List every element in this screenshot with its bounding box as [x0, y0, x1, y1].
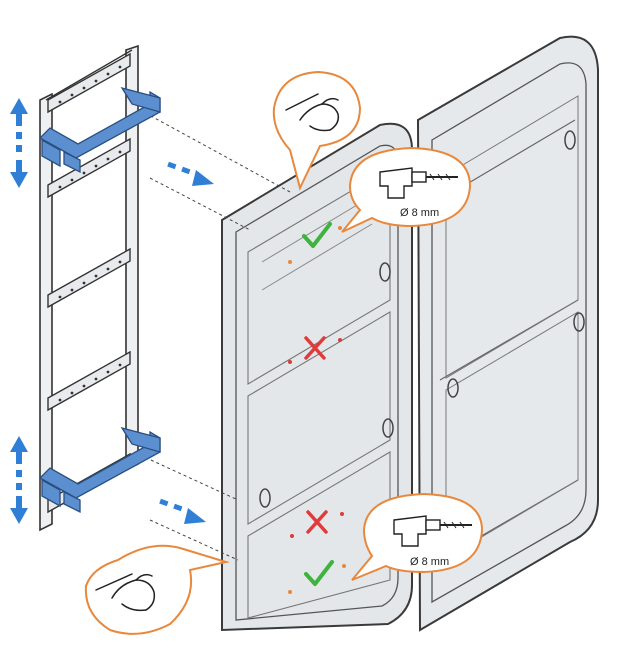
- lower-wall-bracket: [38, 426, 161, 514]
- callout-mark-top: [272, 70, 362, 191]
- mounting-rail-frame: [39, 44, 139, 532]
- hand-marker-icon: [285, 93, 340, 132]
- projection-lines: [139, 109, 291, 561]
- callout-drill-bottom: Ø 8 mm: [351, 492, 484, 581]
- front-panel: [221, 122, 413, 632]
- drill-icon: [379, 167, 458, 199]
- mark-correct-top: [288, 222, 342, 264]
- callout-mark-bottom: [84, 544, 230, 635]
- drill-diameter-label-top: Ø 8 mm: [400, 207, 439, 219]
- upper-wall-bracket: [38, 86, 161, 174]
- drill-icon: [393, 515, 472, 547]
- drill-diameter-label-bottom: Ø 8 mm: [410, 556, 449, 568]
- callout-drill-top: Ø 8 mm: [341, 146, 472, 233]
- vertical-adjust-arrow-top: [10, 98, 28, 188]
- mark-wrong-top: [288, 336, 342, 364]
- mark-correct-bottom: [288, 560, 346, 594]
- direction-arrow-bottom: [159, 498, 206, 524]
- mark-wrong-bottom: [290, 510, 344, 538]
- hand-marker-icon: [95, 573, 156, 612]
- direction-arrow-top: [167, 161, 214, 186]
- vertical-adjust-arrow-bottom: [10, 436, 28, 524]
